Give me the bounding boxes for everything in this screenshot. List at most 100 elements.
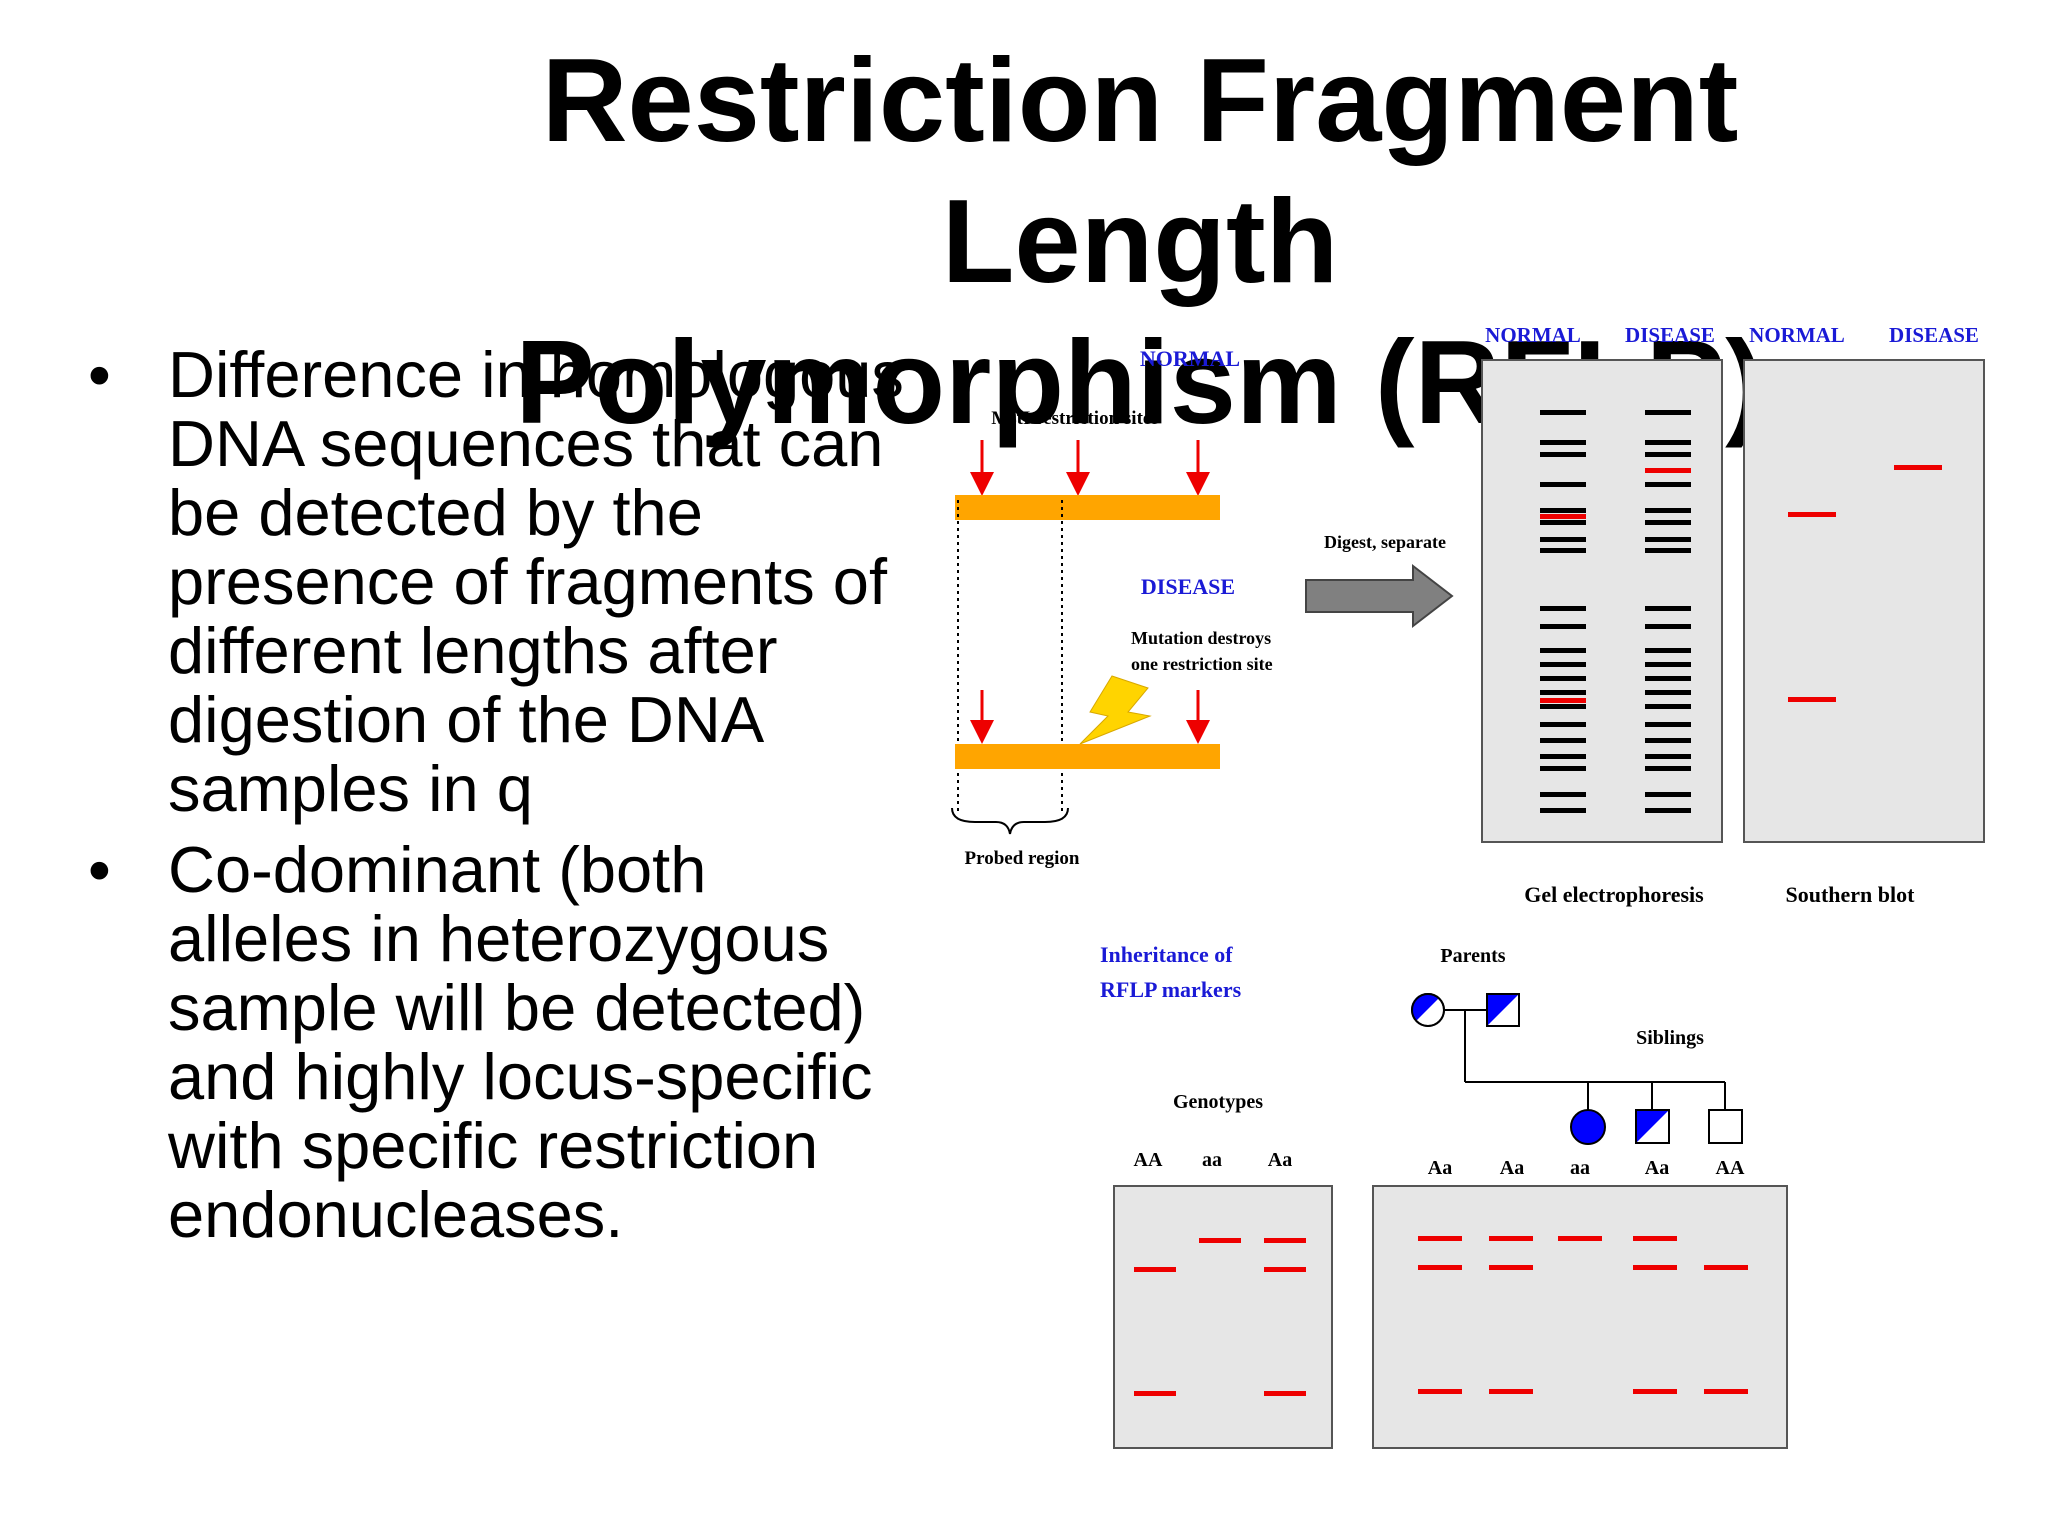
family-band [1489,1265,1533,1270]
gel-band [1540,738,1586,743]
inheritance-label-2: RFLP markers [1100,977,1242,1002]
gel-band [1645,624,1691,629]
siblings-label: Siblings [1636,1027,1704,1049]
gel-section: NORMAL DISEASE NORMAL DISEASE Gel electr… [1481,323,1985,907]
family-col: Aa [1428,1157,1452,1179]
bullet-glyph: • [88,833,111,906]
gel-band [1645,508,1691,513]
gel-band-probed [1540,514,1586,519]
family-band [1633,1236,1677,1241]
gel-band [1540,508,1586,513]
gel-band [1645,738,1691,743]
digest-arrow-icon [1305,563,1454,629]
gel-band [1645,452,1691,457]
bullet-text: Difference in homologous DNA sequences t… [168,338,904,825]
gel-band [1540,482,1586,487]
gel-band [1540,662,1586,667]
family-band [1633,1265,1677,1270]
genotype-band [1264,1267,1306,1272]
gel-band [1645,766,1691,771]
gel-band [1540,606,1586,611]
gel-band [1540,648,1586,653]
gel-band-probed [1645,468,1691,473]
bullet-glyph: • [88,338,111,411]
gel-header: DISEASE [1625,323,1715,347]
gel-band [1540,537,1586,542]
genotype-gel-panel [1113,1185,1333,1449]
gel-band [1645,482,1691,487]
gel-header: NORMAL [1749,323,1845,347]
genotype-band [1264,1391,1306,1396]
sibling-affected-female-icon [1570,1109,1606,1145]
mutation-bolt-icon [1079,675,1152,745]
genotype-band [1134,1391,1176,1396]
genotype-band [1264,1238,1306,1243]
gel-band [1540,808,1586,813]
gel-band [1540,690,1586,695]
blot-band [1894,465,1942,470]
msti-label: MstI restriction sites [991,408,1158,429]
gel-band [1645,662,1691,667]
gel-band [1645,676,1691,681]
gel-band [1645,754,1691,759]
family-band [1633,1389,1677,1394]
family-band [1418,1236,1462,1241]
gel-band [1645,648,1691,653]
bullet-text: Co-dominant (both alleles in heterozygou… [168,833,873,1251]
family-band [1558,1236,1602,1241]
gel-band [1540,548,1586,553]
gel-band [1540,722,1586,727]
gel-band [1645,410,1691,415]
mutation-label-1: Mutation destroys [1131,628,1271,648]
gel-band [1645,440,1691,445]
family-band [1704,1389,1748,1394]
sibling-half-fill [1637,1111,1668,1142]
sibling-normal-male-icon [1708,1109,1743,1144]
gel-band [1540,452,1586,457]
family-band [1418,1265,1462,1270]
family-col: AA [1716,1157,1745,1179]
inheritance-section: Inheritance of RFLP markers Parents Sibl… [1100,942,1788,1449]
gel-band [1645,704,1691,709]
genotype-band [1199,1238,1241,1243]
family-band [1489,1389,1533,1394]
digest-label: Digest, separate [1324,532,1446,552]
inheritance-label-1: Inheritance of [1100,942,1233,967]
genotypes-label: Genotypes [1173,1091,1263,1113]
family-gel-panel [1372,1185,1788,1449]
bullet-list: • Difference in homologous DNA sequences… [88,340,908,1261]
gel-band-probed [1540,698,1586,703]
family-band [1704,1265,1748,1270]
probed-region-label: Probed region [965,848,1080,869]
dna-section: NORMAL MstI restriction sites DISEASE Mu… [951,346,1454,869]
blot-band [1788,697,1836,702]
gel-header: NORMAL [1485,323,1581,347]
gel-band [1645,690,1691,695]
gel-band [1540,754,1586,759]
gel-band [1540,410,1586,415]
father-half-fill [1488,995,1518,1025]
gel-band [1645,548,1691,553]
genotype-col: AA [1134,1149,1163,1171]
blot-panel [1743,359,1985,843]
genotype-bands [1134,1238,1306,1396]
gel-band [1540,520,1586,525]
genotype-band [1134,1267,1176,1272]
mutation-label-2: one restriction site [1131,654,1273,674]
gel-band [1540,440,1586,445]
bullet-item: • Difference in homologous DNA sequences… [88,340,908,823]
family-bands [1418,1236,1748,1394]
disease-label: DISEASE [1141,574,1235,599]
gel-band [1540,792,1586,797]
gel-band [1540,624,1586,629]
gel-band [1645,808,1691,813]
gel-bands [1540,410,1691,813]
family-col: Aa [1645,1157,1669,1179]
gel-caption: Gel electrophoresis [1524,882,1704,907]
family-band [1489,1236,1533,1241]
gel-band [1540,676,1586,681]
mother-half-fill [1411,993,1439,1021]
gel-band [1645,722,1691,727]
disease-dna-strand [955,744,1220,769]
